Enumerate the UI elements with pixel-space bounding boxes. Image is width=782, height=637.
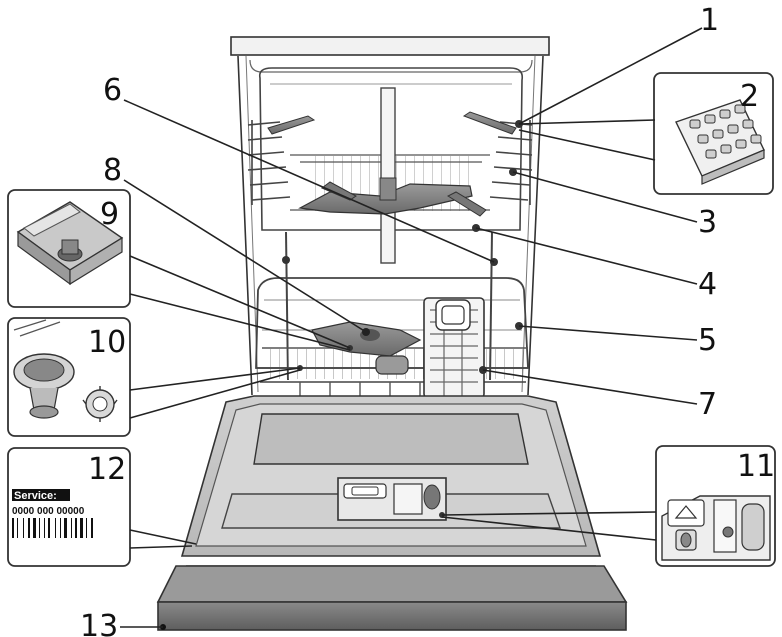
tray-cell bbox=[689, 119, 701, 129]
service-label-text: Service: bbox=[14, 490, 57, 502]
leader-10a bbox=[129, 367, 301, 391]
leader-11b bbox=[441, 516, 657, 541]
label-11: 11 bbox=[737, 449, 775, 484]
tray-cell bbox=[735, 139, 747, 149]
barcode-bar bbox=[64, 518, 67, 538]
upper-basket bbox=[247, 67, 533, 264]
label-6: 6 bbox=[103, 73, 122, 108]
label-10: 10 bbox=[88, 325, 126, 360]
barcode-bar bbox=[75, 518, 77, 538]
barcode-bar bbox=[44, 518, 45, 538]
tray-cell bbox=[750, 134, 762, 144]
label-8: 8 bbox=[103, 153, 122, 188]
label-5: 5 bbox=[698, 323, 717, 358]
label-2: 2 bbox=[740, 79, 759, 114]
leader-2a bbox=[518, 119, 656, 125]
barcode-bar bbox=[71, 518, 72, 538]
upper-spray-arm bbox=[298, 177, 487, 232]
cutlery-basket bbox=[423, 297, 487, 399]
leader-9b bbox=[129, 293, 351, 351]
label-1: 1 bbox=[700, 3, 719, 38]
control-panel bbox=[156, 565, 628, 631]
label-3: 3 bbox=[698, 205, 717, 240]
barcode-bar bbox=[91, 518, 93, 538]
label-13: 13 bbox=[80, 609, 118, 637]
barcode-bar bbox=[80, 518, 83, 538]
detergent-dispenser bbox=[337, 477, 447, 521]
label-7: 7 bbox=[698, 387, 717, 422]
tray-cell bbox=[727, 124, 739, 134]
label-4: 4 bbox=[698, 267, 717, 302]
tray-cell bbox=[742, 119, 754, 129]
barcode bbox=[12, 518, 93, 538]
dishwasher-cabinet bbox=[230, 36, 550, 396]
part-labels: 1 2 3 4 5 6 7 8 9 10 11 12 13 bbox=[80, 3, 775, 637]
leader-12b bbox=[129, 545, 193, 549]
inset-filter bbox=[7, 317, 131, 437]
inset-filter-cover bbox=[7, 189, 131, 308]
tray-cell bbox=[705, 149, 717, 159]
tray-cell bbox=[720, 144, 732, 154]
leader-8 bbox=[123, 179, 367, 333]
barcode-bar bbox=[86, 518, 87, 538]
barcode-bar bbox=[33, 518, 36, 538]
barcode-bar bbox=[60, 518, 61, 538]
barcode-bar bbox=[48, 518, 50, 538]
inset-rack-accessory bbox=[653, 72, 774, 195]
inset-dispenser-detail bbox=[655, 445, 776, 567]
tray-cell bbox=[719, 109, 731, 119]
service-code-text: 0000 000 00000 bbox=[12, 506, 85, 517]
leader-2b bbox=[518, 129, 656, 161]
barcode-bar bbox=[55, 518, 56, 538]
leader-12a bbox=[129, 529, 197, 545]
tray-cell bbox=[697, 134, 709, 144]
tray-cell bbox=[712, 129, 724, 139]
tray-cell bbox=[704, 114, 716, 124]
leader-10b bbox=[129, 369, 301, 419]
leader-3 bbox=[512, 171, 698, 223]
inset-service-label: Service: 0000 000 00000 bbox=[7, 447, 131, 567]
barcode-bar bbox=[17, 518, 18, 538]
service-label-bg bbox=[12, 489, 70, 501]
barcode-bar bbox=[23, 518, 24, 538]
barcode-bar bbox=[39, 518, 40, 538]
label-9: 9 bbox=[100, 197, 119, 232]
barcode-bar bbox=[28, 518, 30, 538]
leader-9a bbox=[129, 255, 351, 349]
leader-1 bbox=[518, 27, 703, 125]
leader-5 bbox=[518, 325, 698, 341]
leader-lines bbox=[120, 27, 703, 628]
leader-4 bbox=[475, 227, 698, 285]
label-12: 12 bbox=[88, 452, 126, 487]
tray-cell bbox=[734, 104, 746, 114]
leader-6 bbox=[123, 99, 495, 263]
leader-11a bbox=[441, 511, 657, 516]
leader-7 bbox=[482, 369, 698, 405]
barcode-bar bbox=[12, 518, 14, 538]
dishwasher-door bbox=[180, 395, 602, 567]
